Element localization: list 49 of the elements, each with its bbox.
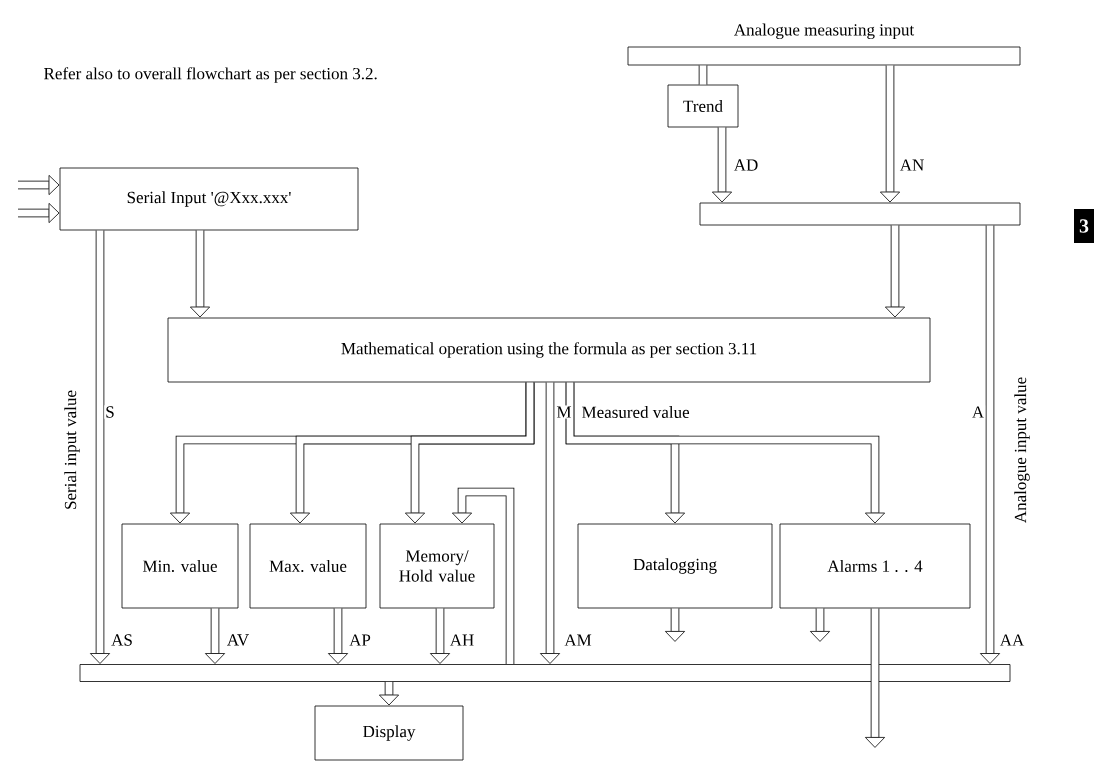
edge-label: AA bbox=[998, 633, 1026, 647]
arrow bbox=[327, 608, 349, 664]
process-box: Mathematical operation using the formula as per section 3.11 bbox=[167, 317, 931, 383]
arrow bbox=[539, 382, 561, 664]
arrow bbox=[429, 608, 451, 664]
process-box: Memory/ Hold value bbox=[379, 523, 495, 609]
heading-bar: Analogue measuring input bbox=[627, 23, 1021, 66]
signal-label: M bbox=[555, 405, 573, 419]
signal-label: A bbox=[970, 405, 986, 419]
process-box: Datalogging bbox=[577, 523, 773, 609]
chapter-tab: 3 bbox=[1074, 209, 1094, 243]
signal-label: S bbox=[104, 405, 116, 419]
arrow bbox=[809, 608, 831, 642]
axis-label: Serial input value bbox=[63, 389, 81, 511]
arrow bbox=[698, 65, 708, 85]
edge-label: AV bbox=[225, 633, 251, 647]
edge-label: AP bbox=[348, 633, 372, 647]
axis-label: Analogue input value bbox=[1013, 375, 1031, 525]
arrow bbox=[404, 382, 535, 524]
arrow bbox=[979, 225, 1001, 664]
arrow bbox=[864, 608, 886, 748]
arrow bbox=[378, 681, 400, 706]
edge-label: AH bbox=[448, 633, 476, 647]
arrow bbox=[18, 202, 60, 224]
arrow bbox=[451, 487, 515, 665]
process-box: Min. value bbox=[121, 523, 239, 609]
node-label: Analogue measuring input bbox=[734, 23, 915, 40]
arrow bbox=[711, 127, 733, 203]
edge-label: AD bbox=[732, 158, 760, 172]
bus-bar bbox=[79, 664, 1011, 682]
arrow bbox=[565, 382, 886, 524]
edge-label: AS bbox=[110, 633, 134, 647]
bus-bar bbox=[699, 202, 1021, 226]
process-box: Alarms 1 . . 4 bbox=[779, 523, 971, 609]
arrow bbox=[664, 608, 686, 642]
process-box: Serial Input '@Xxx.xxx' bbox=[59, 167, 359, 231]
signal-label: Measured value bbox=[582, 406, 690, 418]
edge-label: AN bbox=[898, 158, 926, 172]
arrow bbox=[18, 174, 60, 196]
arrow bbox=[89, 230, 111, 664]
process-box: Display bbox=[314, 705, 464, 761]
arrow bbox=[879, 65, 901, 203]
arrow bbox=[884, 225, 906, 318]
edge-label: AM bbox=[563, 633, 593, 647]
process-box: Max. value bbox=[249, 523, 367, 609]
note-text: Refer also to overall flowchart as per section 3.2. bbox=[44, 67, 377, 83]
arrow bbox=[204, 608, 226, 664]
arrow bbox=[189, 230, 211, 318]
process-box: Trend bbox=[667, 84, 739, 128]
